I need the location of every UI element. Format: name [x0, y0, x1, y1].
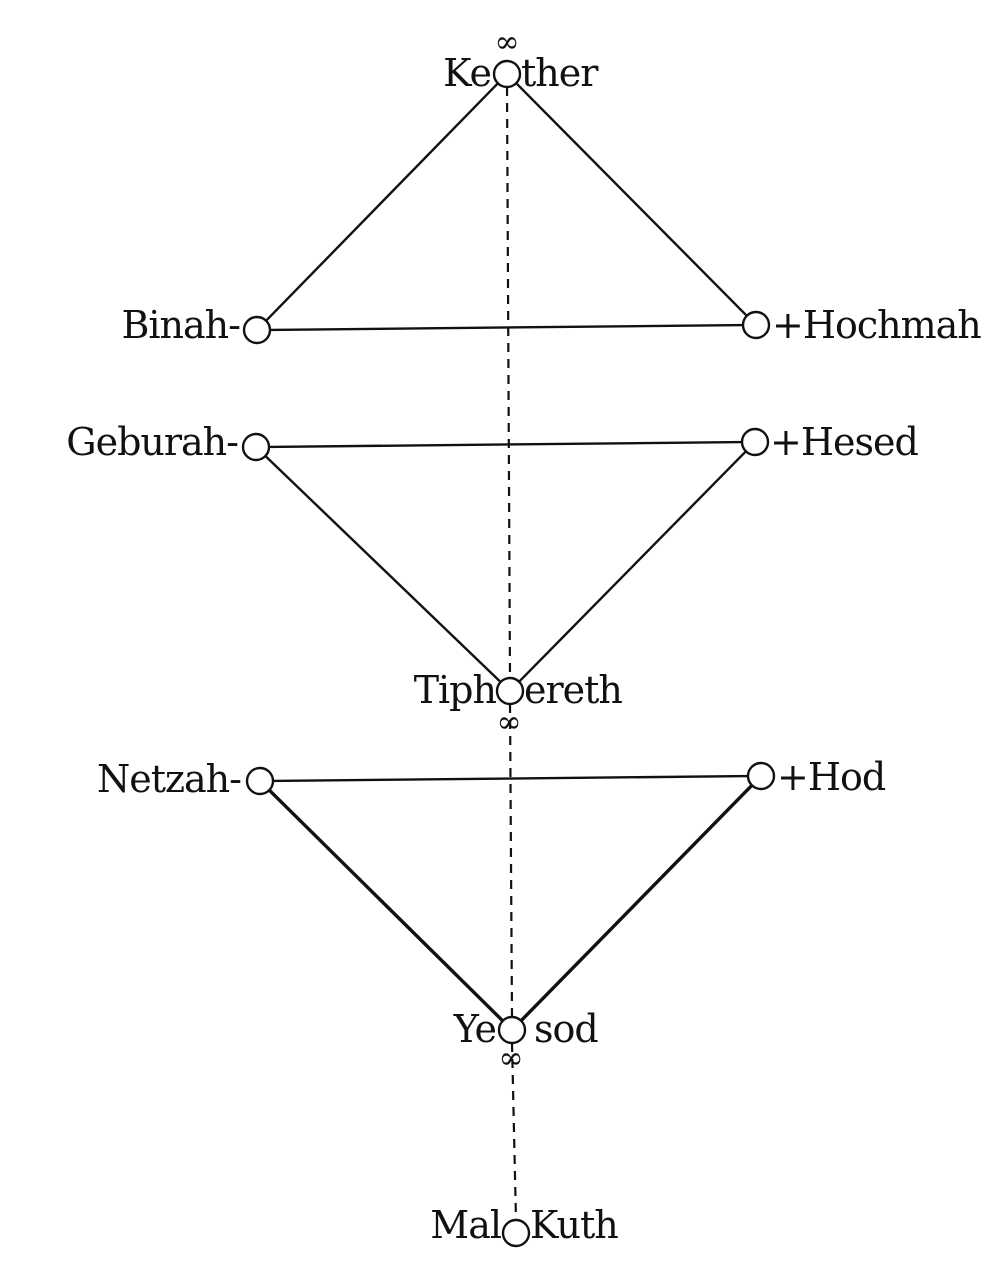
pillar-kether-tiphereth — [505, 86, 512, 679]
node-tiphereth — [495, 676, 525, 706]
pillar-yesod-malkuth — [510, 1042, 518, 1221]
node-hochmah — [741, 310, 771, 340]
kether-infinity-symbol: ∞ — [495, 25, 520, 60]
edge-hod-yesod — [519, 784, 754, 1022]
diagram-nodes — [241, 59, 776, 1248]
node-kether — [492, 59, 522, 89]
diagram-edges — [264, 82, 754, 1221]
edge-geburah-hesed — [268, 440, 743, 449]
tiphereth-infinity-symbol: ∞ — [497, 705, 522, 740]
malkuth-label-right: Kuth — [530, 1203, 618, 1247]
node-netzah — [245, 766, 275, 796]
pillar-tiphereth-yesod — [508, 703, 514, 1018]
node-malkuth — [501, 1218, 531, 1248]
edge-netzah-hod — [272, 774, 749, 783]
node-hesed — [740, 427, 770, 457]
node-binah — [242, 315, 272, 345]
node-hod — [746, 761, 776, 791]
edge-kether-hochmah — [515, 82, 748, 317]
binah-label: Binah- — [121, 303, 240, 347]
tiphereth-label-left: Tiph — [414, 668, 497, 712]
yesod-infinity-symbol: ∞ — [499, 1041, 524, 1076]
netzah-label: Netzah- — [97, 757, 241, 801]
kether-label-left: Ke — [443, 51, 491, 95]
yesod-label-right: sod — [534, 1007, 598, 1051]
geburah-label: Geburah- — [66, 420, 238, 464]
yesod-label-left: Ye — [453, 1007, 496, 1051]
edge-hesed-tiphereth — [518, 450, 747, 683]
edge-netzah-yesod — [268, 788, 504, 1023]
hod-label: +Hod — [777, 755, 886, 799]
malkuth-label-left: Mal — [430, 1203, 502, 1247]
node-geburah — [241, 432, 271, 462]
node-yesod — [497, 1015, 527, 1045]
edge-binah-hochmah — [269, 323, 744, 332]
edge-geburah-tiphereth — [264, 455, 502, 683]
tiphereth-label-right: ereth — [524, 668, 622, 712]
kether-label-right: ther — [521, 51, 599, 95]
hesed-label: +Hesed — [770, 420, 918, 464]
hochmah-label: +Hochmah — [772, 303, 981, 347]
edge-kether-binah — [265, 82, 499, 322]
